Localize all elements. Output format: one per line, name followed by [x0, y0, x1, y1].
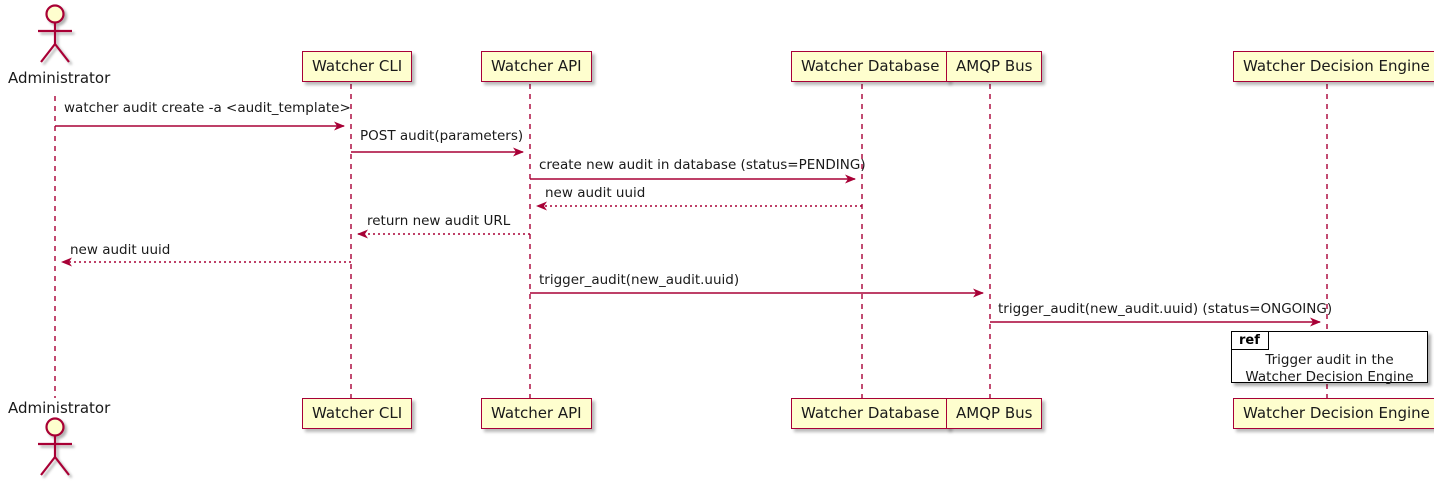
actor-administrator-top-figure	[38, 4, 72, 63]
participant-box-top-watcher-database[interactable]: Watcher Database	[791, 51, 950, 82]
actor-administrator-bottom-figure	[38, 417, 72, 476]
message-label-4-new-audit-uuid: new audit uuid	[545, 185, 646, 201]
ref-fragment-body: Trigger audit in the Watcher Decision En…	[1232, 352, 1427, 386]
participant-box-bottom-amqp-bus[interactable]: AMQP Bus	[946, 398, 1043, 429]
message-label-3-create-new-audit: create new audit in database (status=PEN…	[539, 157, 866, 173]
actor-label-top: Administrator	[8, 69, 111, 87]
lifelines	[54, 84, 1328, 398]
ref-fragment-line-2: Watcher Decision Engine	[1245, 368, 1414, 385]
participant-box-bottom-watcher-decision-engine[interactable]: Watcher Decision Engine	[1233, 398, 1434, 429]
participant-box-bottom-watcher-cli[interactable]: Watcher CLI	[302, 398, 413, 429]
message-label-8-trigger-audit-ongoing: trigger_audit(new_audit.uuid) (status=ON…	[998, 301, 1333, 317]
participant-box-bottom-watcher-database[interactable]: Watcher Database	[791, 398, 950, 429]
participant-box-top-watcher-api[interactable]: Watcher API	[481, 51, 592, 82]
message-label-7-trigger-audit: trigger_audit(new_audit.uuid)	[539, 272, 740, 288]
actor-label-bottom: Administrator	[8, 399, 111, 417]
message-label-6-new-audit-uuid: new audit uuid	[70, 242, 171, 258]
ref-fragment-keyword-tab: ref	[1232, 332, 1269, 350]
ref-fragment-keyword: ref	[1239, 333, 1260, 348]
message-label-1-watcher-audit-create: watcher audit create -a <audit_template>	[64, 100, 351, 116]
participant-box-bottom-watcher-api[interactable]: Watcher API	[481, 398, 592, 429]
message-label-2-post-audit: POST audit(parameters)	[360, 128, 524, 144]
message-label-5-return-new-audit-url: return new audit URL	[367, 213, 511, 229]
ref-fragment-line-1: Trigger audit in the	[1265, 352, 1394, 368]
ref-fragment-box: ref Trigger audit in the Watcher Decisio…	[1231, 331, 1428, 386]
participant-box-top-watcher-decision-engine[interactable]: Watcher Decision Engine	[1233, 51, 1434, 82]
participant-box-top-amqp-bus[interactable]: AMQP Bus	[946, 51, 1043, 82]
participant-box-top-watcher-cli[interactable]: Watcher CLI	[302, 51, 413, 82]
